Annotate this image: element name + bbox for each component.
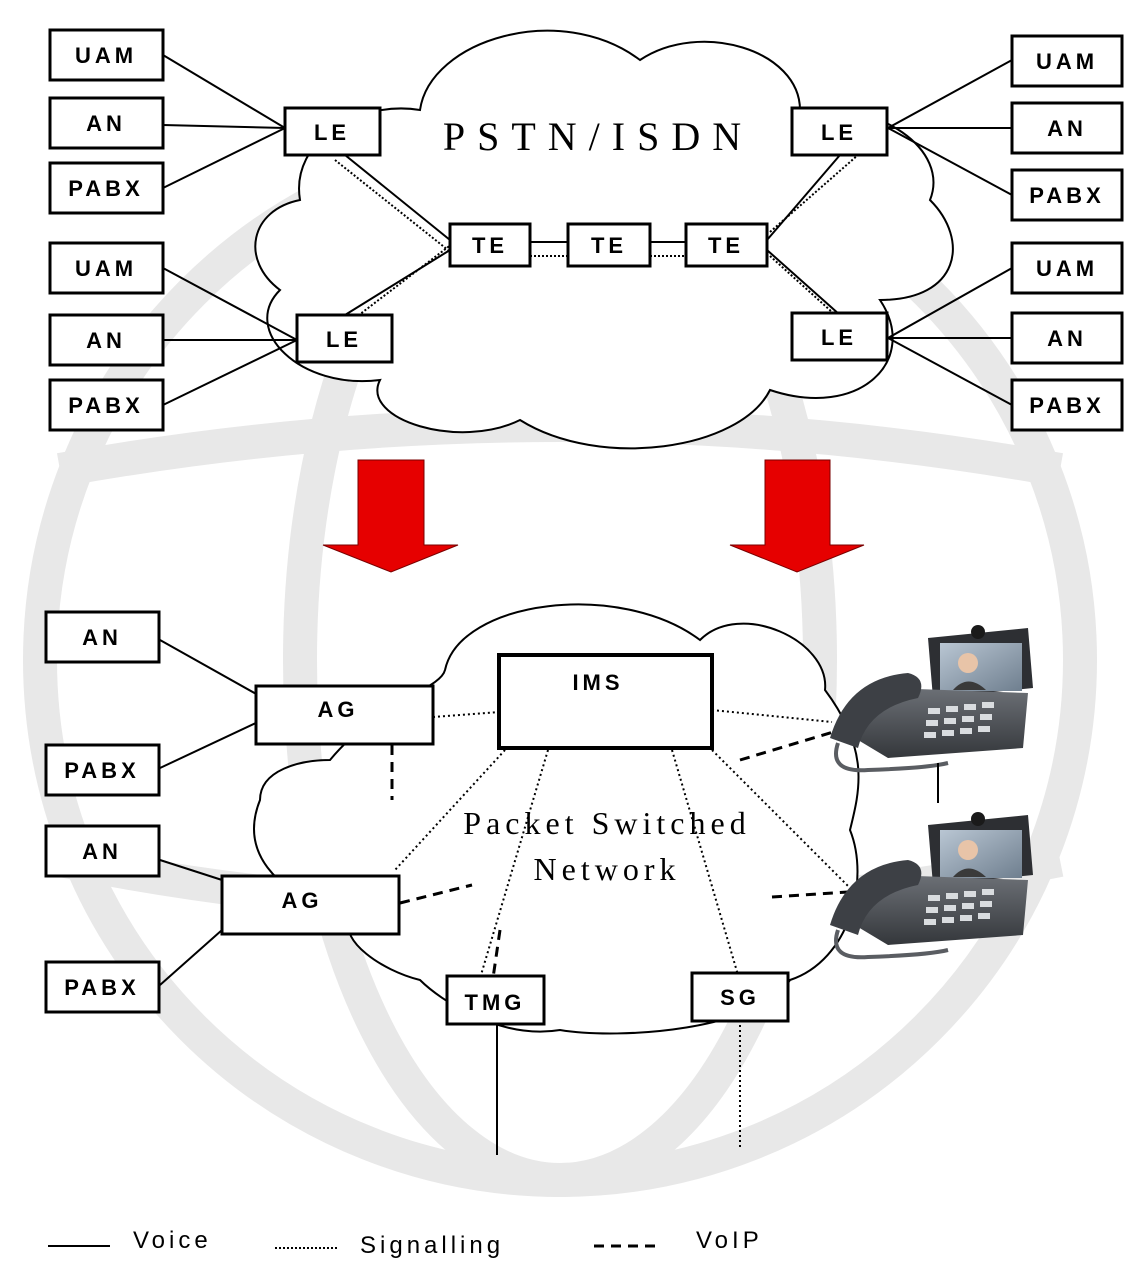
bottom-left-group-2: AN PABX xyxy=(44,824,161,1014)
pabx-node-label: PABX xyxy=(68,176,144,201)
video-phone-icon xyxy=(830,812,1033,960)
pstn-cloud-label: PSTN/ISDN xyxy=(443,114,753,159)
top-voice-links xyxy=(162,54,1013,406)
ims-node-label: IMS xyxy=(572,670,623,695)
pabx-node-label: PABX xyxy=(1029,183,1105,208)
bottom-left-group-1: AN PABX xyxy=(44,610,161,797)
te-node-label: TE xyxy=(708,233,744,258)
bottom-voice-links xyxy=(159,639,498,1155)
te-node-label: TE xyxy=(591,233,627,258)
legend: Voice Signalling VoIP xyxy=(48,1227,763,1259)
uam-node-label: UAM xyxy=(1036,49,1098,74)
uam-node-label: UAM xyxy=(1036,256,1098,281)
te-node-label: TE xyxy=(472,233,508,258)
migration-arrow-icon xyxy=(322,459,459,573)
an-node-label: AN xyxy=(86,328,126,353)
bottom-voip-links xyxy=(390,728,849,986)
migration-arrow-icon xyxy=(729,459,865,573)
le-node-label: LE xyxy=(314,120,350,145)
packet-network-label-1: Packet Switched xyxy=(463,805,750,841)
tmg-node-label: TMG xyxy=(465,990,526,1015)
pabx-node-label: PABX xyxy=(64,975,140,1000)
pabx-node-label: PABX xyxy=(64,758,140,783)
an-node-label: AN xyxy=(82,839,122,864)
voice-legend-label: Voice xyxy=(133,1227,212,1254)
packet-network-label-2: Network xyxy=(534,851,681,887)
top-right-group-2: UAM AN PABX xyxy=(1010,241,1124,432)
uam-node-label: UAM xyxy=(75,43,137,68)
ag-node-label: AG xyxy=(318,697,359,722)
an-node-label: AN xyxy=(86,111,126,136)
signalling-legend-label: Signalling xyxy=(360,1232,504,1259)
exchange-nodes: LE LE LE LE TE TE TE xyxy=(283,106,889,364)
video-phone-icon xyxy=(830,625,1033,803)
pabx-node-label: PABX xyxy=(1029,393,1105,418)
bottom-nodes: AG AG IMS TMG SG xyxy=(220,653,790,1026)
top-right-group-1: UAM AN PABX xyxy=(1010,34,1124,222)
bottom-signalling-links xyxy=(394,709,853,1150)
an-node-label: AN xyxy=(82,625,122,650)
le-node-label: LE xyxy=(821,120,857,145)
pabx-node-label: PABX xyxy=(68,393,144,418)
top-left-group-2: UAM AN PABX xyxy=(48,241,165,432)
top-signalling-links xyxy=(334,154,859,319)
le-node-label: LE xyxy=(326,327,362,352)
top-left-group-1: UAM AN PABX xyxy=(48,28,165,215)
sg-node-label: SG xyxy=(720,985,760,1010)
voip-legend-label: VoIP xyxy=(696,1227,763,1254)
uam-node-label: UAM xyxy=(75,256,137,281)
ag-node-label: AG xyxy=(282,888,323,913)
an-node-label: AN xyxy=(1047,116,1087,141)
le-node-label: LE xyxy=(821,325,857,350)
an-node-label: AN xyxy=(1047,326,1087,351)
